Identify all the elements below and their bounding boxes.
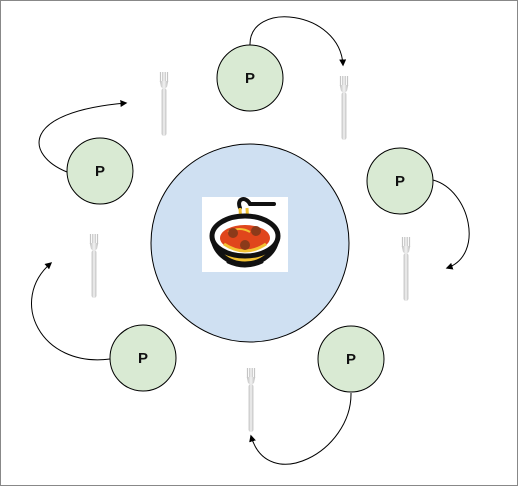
philosopher-upper-left: P [66, 137, 134, 205]
arrow-upper-left [38, 99, 128, 173]
philosopher-lower-left: P [109, 324, 177, 392]
philosopher-label: P [138, 350, 148, 367]
arrow-right [432, 179, 470, 270]
arrow-bottom [249, 392, 352, 465]
philosopher-bottom: P [317, 325, 385, 393]
fork-icon [401, 237, 411, 301]
philosopher-label: P [395, 173, 405, 190]
forks [89, 72, 411, 432]
philosopher-label: P [346, 351, 356, 368]
arrow-top [249, 16, 347, 67]
fork-icon [159, 72, 169, 136]
spaghetti-bowl-icon [202, 197, 288, 272]
philosopher-label: P [95, 163, 105, 180]
arrow-lower-left [31, 262, 111, 361]
fork-icon [246, 368, 256, 432]
philosopher-right: P [366, 147, 434, 215]
fork-icon [339, 76, 349, 140]
philosopher-label: P [245, 70, 255, 87]
fork-icon [89, 234, 99, 298]
arrows [31, 16, 470, 465]
philosopher-top: P [216, 44, 284, 112]
